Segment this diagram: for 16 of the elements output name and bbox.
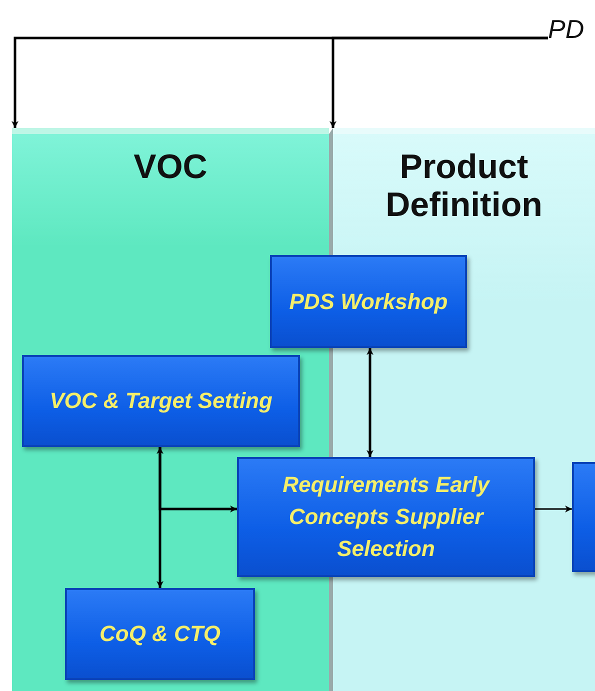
process-box xyxy=(237,457,535,577)
arrow xyxy=(366,348,374,457)
arrow xyxy=(158,447,237,512)
box-label: VOC & Target Setting xyxy=(48,387,274,415)
box-label: Requirements Early Concepts Supplier Selection xyxy=(282,471,491,563)
process-box xyxy=(22,355,300,447)
process-box xyxy=(65,588,255,680)
process-box xyxy=(270,255,467,348)
arrow xyxy=(535,506,572,512)
box-label: PDS Workshop xyxy=(288,288,449,316)
box-label: CoQ & CTQ xyxy=(98,620,222,648)
column-title: Product Definition xyxy=(384,148,544,224)
column-title: VOC xyxy=(132,148,208,186)
arrow xyxy=(330,36,548,128)
arrow xyxy=(156,447,164,588)
phase-label: PD xyxy=(548,14,595,48)
